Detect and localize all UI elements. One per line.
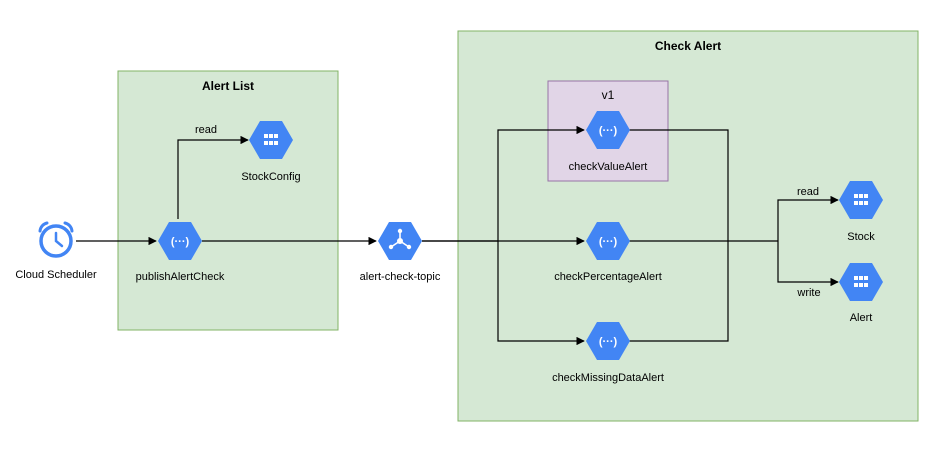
edge-label-write-alert: write [796, 287, 820, 299]
check-percentage-alert-label: checkPercentageAlert [554, 271, 662, 283]
edge-missing-merge [628, 241, 729, 342]
datastore-icon [839, 181, 883, 219]
cloud-function-icon: (···) [586, 111, 630, 149]
cloud-function-icon: (···) [158, 222, 202, 260]
edge-topic-to-value [422, 125, 585, 242]
check-missing-data-alert-label: checkMissingDataAlert [552, 372, 664, 384]
node-check-percentage-alert: (···) checkPercentageAlert [554, 222, 662, 283]
check-alert-title: Check Alert [655, 39, 721, 53]
edge-topic-to-missing [497, 241, 585, 346]
svg-text:(···): (···) [171, 236, 190, 248]
node-stock: Stock [839, 181, 883, 243]
svg-text:(···): (···) [599, 236, 618, 248]
edge-to-alert [777, 241, 839, 287]
alert-label: Alert [850, 312, 873, 324]
edges [76, 125, 839, 346]
svg-text:(···): (···) [599, 125, 618, 137]
node-publish-alert-check: (···) publishAlertCheck [136, 222, 225, 283]
edge-labels: read read write [192, 123, 824, 299]
svg-text:(···): (···) [599, 336, 618, 348]
stock-config-label: StockConfig [241, 171, 300, 183]
alert-list-title: Alert List [202, 79, 254, 93]
node-check-value-alert: (···) checkValueAlert [569, 111, 648, 173]
stock-label: Stock [847, 231, 875, 243]
datastore-icon [249, 121, 293, 159]
alert-list-group: Alert List [117, 70, 339, 331]
edge-publish-to-stockconfig [177, 135, 249, 219]
datastore-icon [839, 263, 883, 301]
pubsub-icon [378, 222, 422, 260]
edge-value-merge [628, 129, 729, 241]
cloud-function-icon: (···) [586, 222, 630, 260]
node-alert-check-topic: alert-check-topic [360, 222, 441, 283]
check-alert-group: Check Alert [457, 30, 919, 422]
alarm-clock-icon [38, 221, 74, 258]
node-stock-config: StockConfig [241, 121, 301, 183]
publish-alert-check-label: publishAlertCheck [136, 271, 225, 283]
node-check-missing-data-alert: (···) checkMissingDataAlert [552, 322, 664, 384]
node-cloud-scheduler: Cloud Scheduler [15, 221, 97, 281]
node-alert: Alert [839, 263, 883, 324]
edge-to-stock [777, 195, 839, 241]
edge-label-read-stock: read [797, 186, 819, 198]
check-value-alert-label: checkValueAlert [569, 161, 648, 173]
cloud-function-icon: (···) [586, 322, 630, 360]
alert-check-topic-label: alert-check-topic [360, 271, 441, 283]
cloud-scheduler-label: Cloud Scheduler [15, 269, 97, 281]
version-title: v1 [602, 88, 615, 102]
edge-label-read-config: read [195, 124, 217, 136]
